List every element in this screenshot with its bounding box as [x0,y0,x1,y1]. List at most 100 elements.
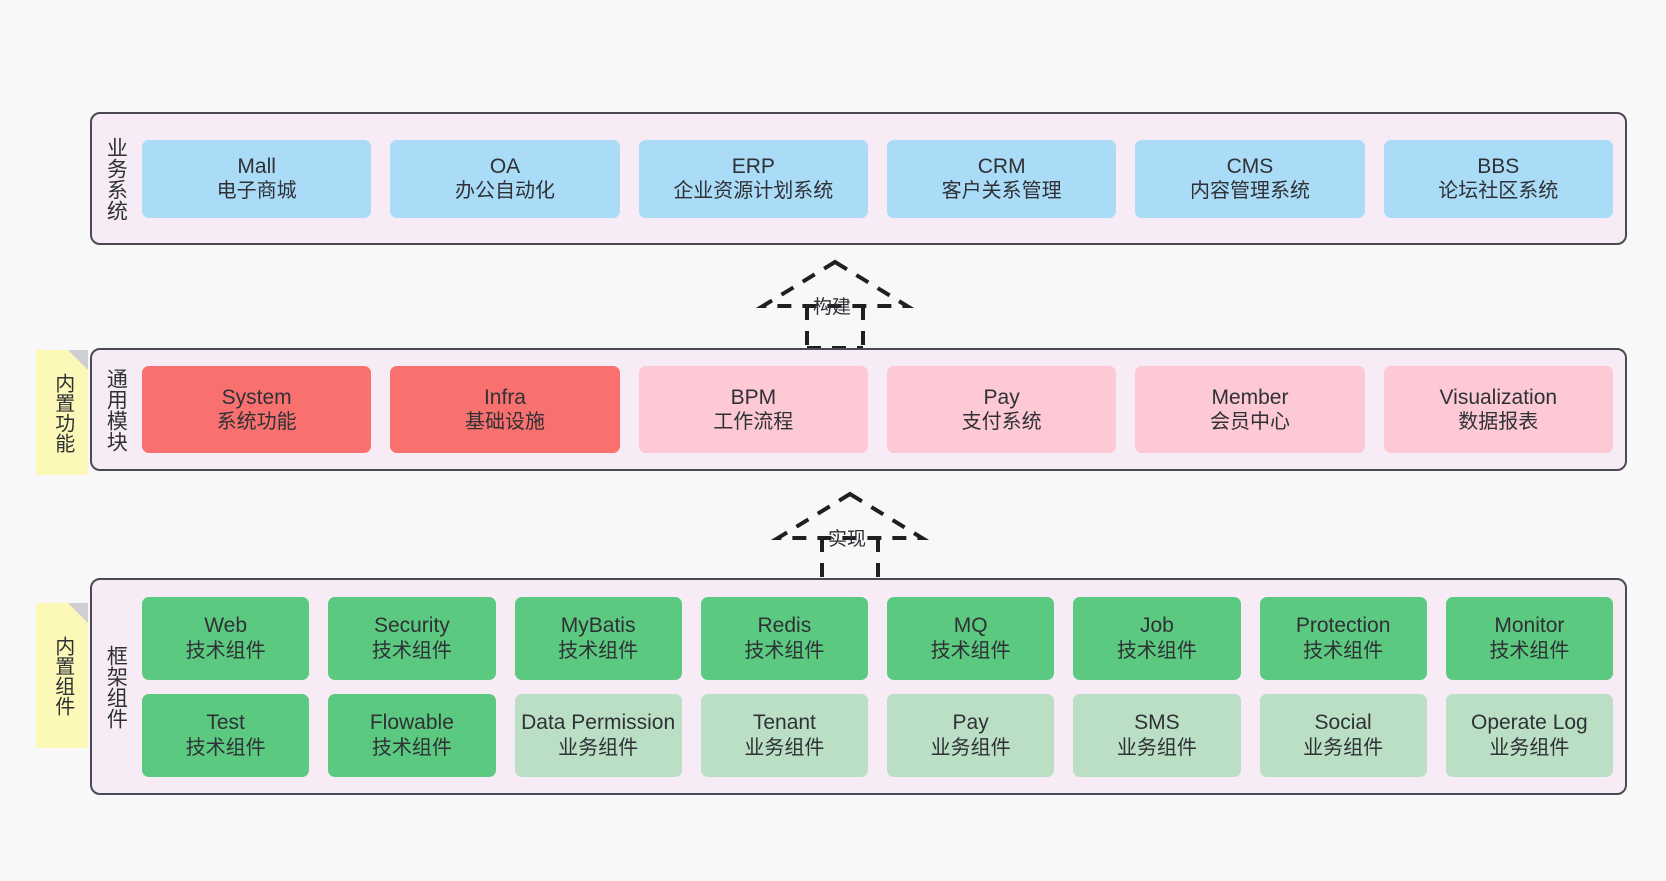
layer-business-system: 业务系统 Mall 电子商城 OA 办公自动化 ERP 企业资源计划系统 CRM [90,112,1627,245]
layer-body-common: System 系统功能 Infra 基础设施 BPM 工作流程 Pay 支付系统… [138,350,1625,469]
card-subtitle: 技术组件 [930,639,1011,662]
card-oa[interactable]: OA 办公自动化 [390,139,620,218]
card-subtitle: 技术组件 [371,639,452,662]
card-visualization[interactable]: Visualization 数据报表 [1383,366,1613,453]
layer-framework-component: 框架组件 Web 技术组件 Security 技术组件 MyBatis 技术组件… [90,578,1627,795]
card-redis[interactable]: Redis 技术组件 [700,596,868,680]
card-subtitle: 技术组件 [1116,639,1197,662]
layer-title-common: 通用模块 [92,350,138,469]
card-subtitle: 会员中心 [1209,411,1290,434]
card-title: Social [1314,711,1372,734]
card-subtitle: 技术组件 [1489,639,1570,662]
card-protection[interactable]: Protection 技术组件 [1259,596,1427,680]
card-flowable[interactable]: Flowable 技术组件 [328,693,496,777]
layer-body-framework: Web 技术组件 Security 技术组件 MyBatis 技术组件 Redi… [138,580,1625,793]
arrow-implement-label: 实现 [828,529,867,550]
card-job[interactable]: Job 技术组件 [1073,596,1241,680]
card-title: MyBatis [560,614,636,637]
card-subtitle: 技术组件 [185,639,266,662]
card-title: ERP [731,154,775,178]
card-title: Data Permission [521,711,676,734]
card-row: Web 技术组件 Security 技术组件 MyBatis 技术组件 Redi… [142,596,1613,680]
layer-body-business: Mall 电子商城 OA 办公自动化 ERP 企业资源计划系统 CRM 客户关系… [138,114,1625,243]
card-row: System 系统功能 Infra 基础设施 BPM 工作流程 Pay 支付系统… [142,366,1613,453]
layer-common-module: 通用模块 System 系统功能 Infra 基础设施 BPM 工作流程 Pay [90,348,1627,471]
card-title: Infra [483,385,526,409]
card-subtitle: 技术组件 [558,639,639,662]
card-operate-log[interactable]: Operate Log 业务组件 [1445,693,1613,777]
card-title: Pay [952,711,989,734]
sticky-note-builtin-function[interactable]: 内置功能 [36,350,88,475]
card-pay-component[interactable]: Pay 业务组件 [887,693,1055,777]
card-mybatis[interactable]: MyBatis 技术组件 [514,596,682,680]
card-subtitle: 工作流程 [713,411,794,434]
card-title: Mall [237,154,276,178]
card-subtitle: 业务组件 [558,736,639,759]
card-title: Redis [757,614,812,637]
card-title: MQ [953,614,988,637]
card-subtitle: 企业资源计划系统 [673,180,834,203]
card-title: Visualization [1439,385,1558,409]
card-test[interactable]: Test 技术组件 [142,693,310,777]
card-bpm[interactable]: BPM 工作流程 [638,366,868,453]
card-subtitle: 客户关系管理 [941,180,1062,203]
sticky-note-text: 内置功能 [51,372,74,453]
card-crm[interactable]: CRM 客户关系管理 [886,139,1117,218]
card-tenant[interactable]: Tenant 业务组件 [700,693,868,777]
card-title: Test [206,711,245,734]
folded-corner-icon [68,350,88,370]
card-subtitle: 数据报表 [1458,411,1539,434]
card-bbs[interactable]: BBS 论坛社区系统 [1383,139,1613,218]
card-title: Tenant [752,711,816,734]
card-data-permission[interactable]: Data Permission 业务组件 [514,693,682,777]
arrow-implement: 实现 [770,490,930,582]
sticky-note-builtin-component[interactable]: 内置组件 [36,603,88,748]
card-web[interactable]: Web 技术组件 [142,596,310,680]
card-subtitle: 技术组件 [185,736,266,759]
card-title: Operate Log [1470,711,1588,734]
layer-title-framework-text: 框架组件 [104,644,128,729]
card-subtitle: 技术组件 [371,736,452,759]
card-title: Monitor [1494,614,1565,637]
card-subtitle: 业务组件 [744,736,825,759]
card-system[interactable]: System 系统功能 [142,366,372,453]
card-subtitle: 业务组件 [930,736,1011,759]
layer-title-common-text: 通用模块 [104,367,128,452]
card-subtitle: 业务组件 [1116,736,1197,759]
card-subtitle: 办公自动化 [454,180,555,203]
card-title: Flowable [369,711,454,734]
sticky-note-text: 内置组件 [51,635,74,716]
card-subtitle: 基础设施 [464,411,545,434]
card-cms[interactable]: CMS 内容管理系统 [1135,139,1365,218]
layer-title-business: 业务系统 [92,114,138,243]
card-monitor[interactable]: Monitor 技术组件 [1445,596,1613,680]
card-subtitle: 技术组件 [1303,639,1384,662]
card-subtitle: 支付系统 [961,411,1042,434]
layer-title-business-text: 业务系统 [104,136,128,221]
card-subtitle: 技术组件 [744,639,825,662]
card-title: System [221,385,292,409]
card-title: SMS [1134,711,1180,734]
card-subtitle: 业务组件 [1489,736,1570,759]
arrow-build: 构建 [755,258,915,350]
card-mq[interactable]: MQ 技术组件 [887,596,1055,680]
card-mall[interactable]: Mall 电子商城 [142,139,372,218]
card-security[interactable]: Security 技术组件 [328,596,496,680]
card-title: Job [1139,614,1174,637]
card-erp[interactable]: ERP 企业资源计划系统 [638,139,868,218]
card-member[interactable]: Member 会员中心 [1135,366,1365,453]
card-subtitle: 业务组件 [1303,736,1384,759]
card-social[interactable]: Social 业务组件 [1259,693,1427,777]
card-sms[interactable]: SMS 业务组件 [1073,693,1241,777]
layer-title-framework: 框架组件 [92,580,138,793]
card-infra[interactable]: Infra 基础设施 [390,366,620,453]
card-subtitle: 论坛社区系统 [1438,180,1559,203]
card-row: Mall 电子商城 OA 办公自动化 ERP 企业资源计划系统 CRM 客户关系… [142,139,1613,218]
card-title: Member [1211,385,1289,409]
card-subtitle: 系统功能 [216,411,297,434]
card-subtitle: 电子商城 [216,180,297,203]
card-pay-module[interactable]: Pay 支付系统 [886,366,1117,453]
card-title: Pay [983,385,1020,409]
card-title: Protection [1295,614,1391,637]
